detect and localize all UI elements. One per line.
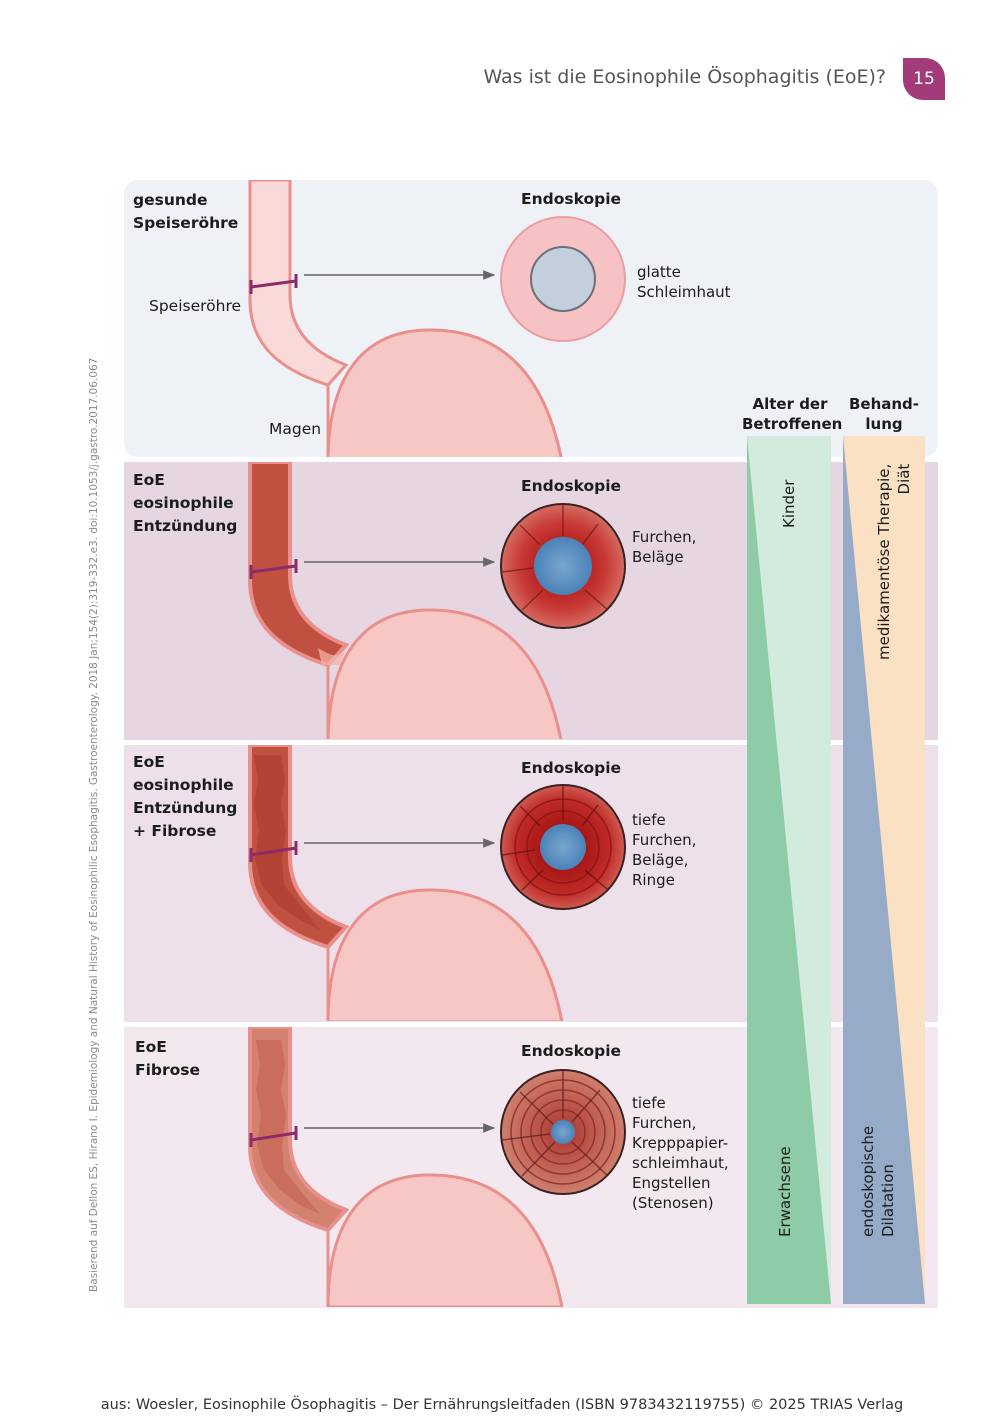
endoscopy-healthy-lumen	[530, 246, 596, 312]
page-footer: aus: Woesler, Eosinophile Ösophagitis – …	[100, 1397, 904, 1413]
page-number-badge: 15	[903, 58, 945, 100]
panel-title-line: EoE	[135, 1038, 167, 1056]
finding-line: Furchen,	[632, 528, 697, 546]
finding-inflammation: Furchen, Beläge	[632, 527, 696, 567]
finding-line: Beläge,	[632, 851, 689, 869]
finding-line: (Stenosen)	[632, 1194, 714, 1212]
finding-line: Schleimhaut	[637, 283, 731, 301]
endoscopy-label: Endoskopie	[521, 759, 622, 777]
age-column-header: Alter der Betroffenen	[742, 394, 843, 434]
panel-title-line: Fibrose	[135, 1061, 201, 1079]
panel-title-line: eosinophile	[133, 776, 234, 794]
panel-title-line: Entzündung	[133, 517, 238, 535]
panel-title-line: gesunde	[133, 191, 208, 209]
annotation-stomach: Magen	[269, 420, 322, 438]
finding-line: Furchen,	[632, 1114, 697, 1132]
finding-line: Engstellen	[632, 1174, 711, 1192]
treatment-line: medikamentöse Therapie,	[875, 463, 893, 660]
finding-line: Furchen,	[632, 831, 697, 849]
finding-line: schleimhaut,	[632, 1154, 729, 1172]
panel-title-fibrosis: EoE Fibrose	[135, 1036, 200, 1082]
endoscopy-inflammation-fibrosis-lumen	[540, 824, 586, 870]
finding-inflammation-fibrosis: tiefe Furchen, Beläge, Ringe	[632, 810, 696, 890]
finding-line: tiefe	[632, 811, 666, 829]
age-label-children: Kinder	[780, 479, 798, 528]
panel-title-healthy: gesunde Speiseröhre	[133, 189, 238, 235]
finding-line: Ringe	[632, 871, 675, 889]
panel-title-inflammation-fibrosis: EoE eosinophile Entzündung + Fibrose	[133, 751, 237, 843]
panel-title-line: Entzündung	[133, 799, 238, 817]
treatment-line: Diät	[895, 463, 913, 495]
column-header-line: lung	[865, 415, 903, 433]
finding-fibrosis: tiefe Furchen, Krepppapier- schleimhaut,…	[632, 1093, 729, 1213]
age-wedge-adults	[747, 436, 831, 1304]
treatment-line: endoskopische	[859, 1125, 877, 1237]
endoscopy-label: Endoskopie	[521, 477, 622, 495]
panel-title-line: Speiseröhre	[133, 214, 239, 232]
panel-title-inflammation: EoE eosinophile Entzündung	[133, 469, 237, 538]
annotation-esophagus: Speiseröhre	[149, 297, 242, 315]
endoscopy-fibrosis-lumen	[551, 1120, 575, 1144]
panel-title-line: eosinophile	[133, 494, 234, 512]
treatment-label-dilatation: endoskopische Dilatation	[858, 1126, 898, 1237]
endoscopy-label: Endoskopie	[521, 190, 622, 208]
endoscopy-label: Endoskopie	[521, 1042, 622, 1060]
age-label-adults: Erwachsene	[776, 1146, 794, 1237]
panel-title-line: EoE	[133, 471, 165, 489]
column-header-line: Alter der	[752, 395, 828, 413]
treatment-label-medication-diet: medikamentöse Therapie, Diät	[874, 464, 914, 660]
finding-line: Krepppapier-	[632, 1134, 729, 1152]
finding-line: glatte	[637, 263, 681, 281]
panel-title-line: EoE	[133, 753, 165, 771]
finding-healthy: glatte Schleimhaut	[637, 262, 731, 302]
column-header-line: Behand-	[848, 395, 920, 413]
endoscopy-inflammation-lumen	[534, 537, 592, 595]
treatment-line: Dilatation	[879, 1164, 897, 1237]
treatment-column-header: Behand- lung	[840, 394, 928, 434]
finding-line: Beläge	[632, 548, 684, 566]
treatment-wedge-dilatation	[843, 436, 925, 1304]
stomach-1	[326, 328, 563, 457]
page-header-title: Was ist die Eosinophile Ösophagitis (EoE…	[483, 66, 886, 88]
esophagus-healthy	[248, 180, 349, 387]
panel-title-line: + Fibrose	[133, 822, 217, 840]
column-header-line: Betroffenen	[742, 415, 843, 433]
finding-line: tiefe	[632, 1094, 666, 1112]
